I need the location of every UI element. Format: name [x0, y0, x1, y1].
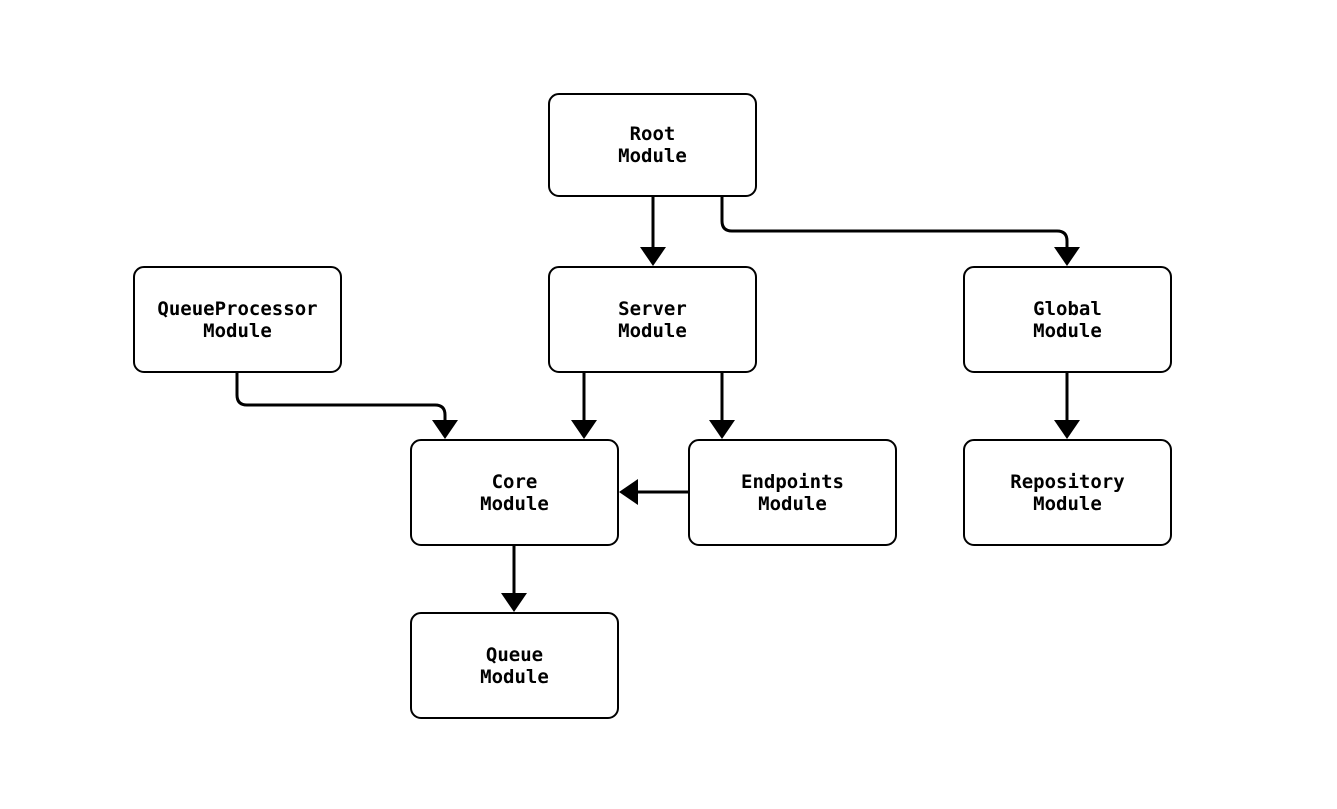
arrowhead-server-to-endpoints [709, 420, 735, 439]
node-core-module-label: Core Module [480, 470, 549, 515]
arrowhead-endpoints-to-core [619, 479, 638, 505]
node-repository-module-label: Repository Module [1010, 470, 1125, 515]
arrowhead-queue-processor-to-core [432, 420, 458, 439]
arrowhead-root-to-server [640, 247, 666, 266]
node-server-module: Server Module [548, 266, 757, 373]
edge-queue-processor-to-core [235, 373, 447, 422]
node-endpoints-module-label: Endpoints Module [741, 470, 844, 515]
node-global-module-label: Global Module [1033, 297, 1102, 342]
edge-root-to-global [720, 197, 1069, 249]
node-queue-processor-module-label: QueueProcessor Module [157, 297, 318, 342]
node-queue-module: Queue Module [410, 612, 619, 719]
arrowhead-global-to-repository [1054, 420, 1080, 439]
node-repository-module: Repository Module [963, 439, 1172, 546]
node-queue-module-label: Queue Module [480, 643, 549, 688]
node-core-module: Core Module [410, 439, 619, 546]
node-root-module-label: Root Module [618, 123, 687, 167]
arrowhead-server-to-core [571, 420, 597, 439]
node-server-module-label: Server Module [618, 297, 687, 342]
node-queue-processor-module: QueueProcessor Module [133, 266, 342, 373]
node-root-module: Root Module [548, 93, 757, 197]
node-endpoints-module: Endpoints Module [688, 439, 897, 546]
arrowhead-core-to-queue [501, 593, 527, 612]
arrowhead-root-to-global [1054, 247, 1080, 266]
node-global-module: Global Module [963, 266, 1172, 373]
